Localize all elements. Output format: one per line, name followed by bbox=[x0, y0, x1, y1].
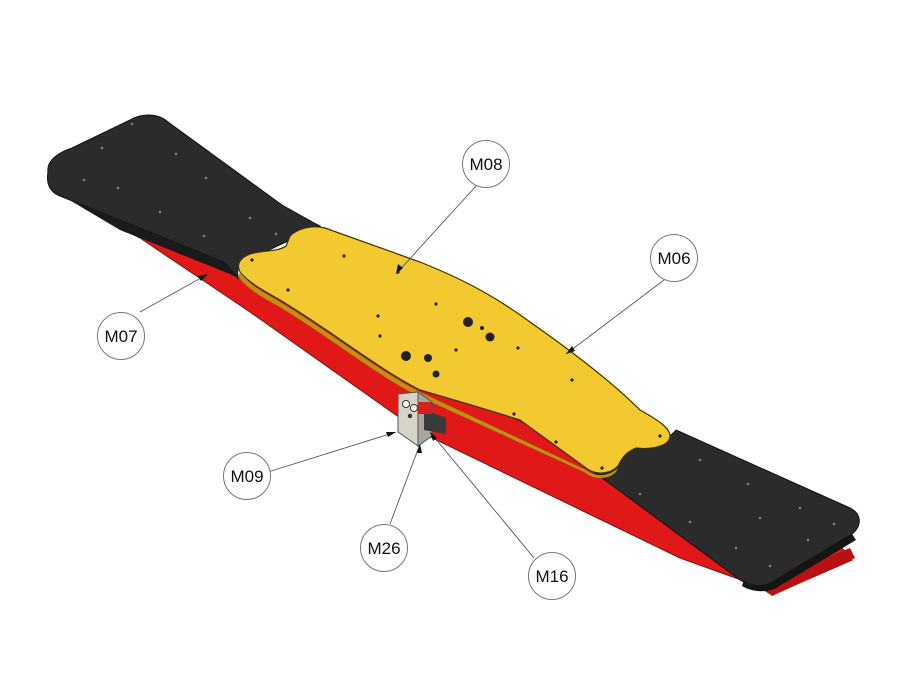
callout-m07: M07 bbox=[97, 312, 145, 360]
callout-m26: M26 bbox=[360, 524, 408, 572]
callout-m16: M16 bbox=[528, 552, 576, 600]
callout-m06: M06 bbox=[650, 234, 698, 282]
callout-label-m09: M09 bbox=[230, 467, 263, 486]
left-seat-pad bbox=[47, 114, 322, 280]
callout-label-m16: M16 bbox=[535, 567, 568, 586]
callout-label-m06: M06 bbox=[657, 249, 690, 268]
leader-lines bbox=[139, 185, 665, 559]
seat-pad-fasteners bbox=[82, 122, 836, 568]
leader-line-m09 bbox=[267, 431, 397, 473]
callout-label-m26: M26 bbox=[367, 539, 400, 558]
callout-label-m07: M07 bbox=[104, 327, 137, 346]
leader-line-m26 bbox=[389, 443, 421, 525]
leader-line-m06 bbox=[565, 279, 665, 355]
pivot-bracket bbox=[397, 391, 446, 447]
callout-label-m08: M08 bbox=[469, 155, 502, 174]
leader-line-m08 bbox=[395, 185, 477, 275]
callout-m09: M09 bbox=[223, 452, 271, 500]
yellow-center-plate bbox=[237, 226, 671, 478]
leader-line-m07 bbox=[139, 273, 209, 313]
leader-line-m16 bbox=[429, 431, 535, 559]
callout-m08: M08 bbox=[462, 140, 510, 188]
leader-arrowheads bbox=[198, 264, 575, 453]
